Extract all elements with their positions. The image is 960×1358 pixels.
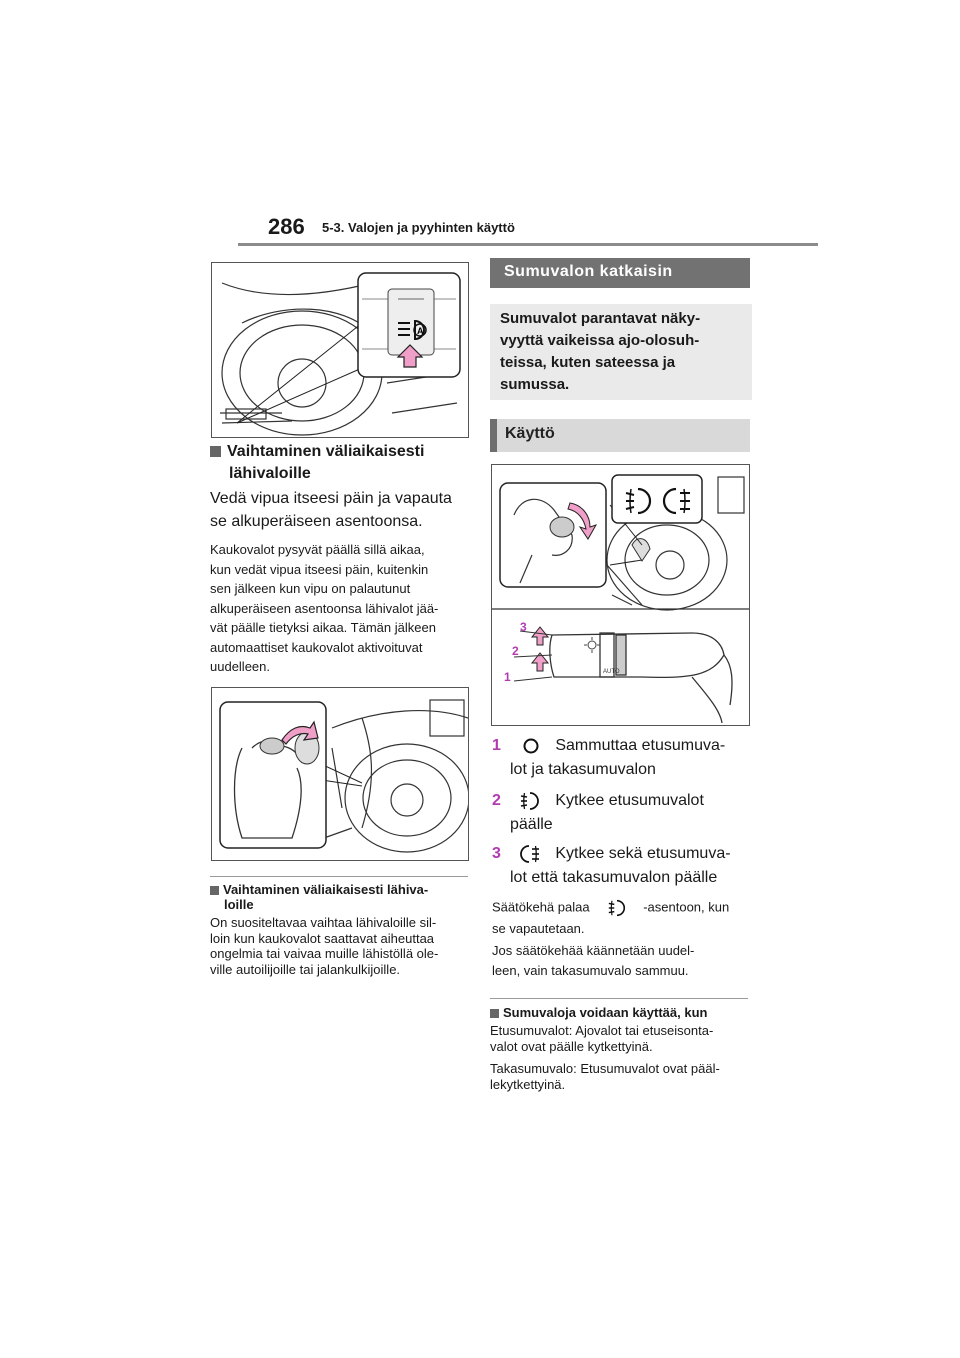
sub-banner-bar (490, 419, 497, 452)
intro-box: Sumuvalot parantavat näky- vyyttä vaikei… (490, 304, 752, 400)
body-line: alkuperäiseen asentoonsa lähivalot jää- (210, 600, 439, 616)
note-line: On suositeltavaa vaihtaa lähivaloille si… (210, 915, 437, 930)
section-bullet (210, 446, 221, 458)
item-number: 2 (492, 792, 501, 809)
figure-label-1: 1 (504, 670, 511, 684)
note-heading-right: Sumuvaloja voidaan käyttää, kun (503, 1005, 708, 1020)
figure-label-2: 2 (512, 644, 519, 658)
section-header: 5-3. Valojen ja pyyhinten käyttö (322, 220, 515, 235)
note-divider-right (490, 998, 748, 999)
fog-note-front: Etusumuvalot: Ajovalot tai etuseisonta- … (490, 1023, 713, 1054)
rear-fog-icon (520, 844, 540, 863)
note-line: ongelmia tai vaivaa muille lähistöllä ol… (210, 946, 439, 961)
list-item: 3 Kytkee sekä etusumuva- (492, 842, 754, 866)
item-number: 3 (492, 845, 501, 862)
note-bullet (210, 886, 219, 896)
item-number: 1 (492, 737, 501, 754)
note-line: Etusumuvalot: Ajovalot tai etuseisonta- (490, 1023, 714, 1038)
body-line: uudelleen. (210, 659, 270, 674)
svg-text:A: A (417, 326, 424, 336)
intro-line: sumussa. (500, 376, 570, 393)
fog-switch-illustration: AUTO 3 2 1 (492, 474, 749, 724)
rear-fog-icon (662, 487, 690, 515)
intro-line: Sumuvalot parantavat näky- (500, 310, 701, 327)
intro-line: teissa, kuten sateessa ja (500, 354, 676, 371)
item-text: Kytkee sekä etusumuva- (555, 845, 731, 862)
rotate-line-1: Jos säätökehää käännetään uudel- (492, 943, 695, 958)
page-number: 286 (268, 214, 305, 239)
heading-temporary-low-beam: Vaihtaminen väliaikaisesti (227, 443, 425, 460)
note-line: loin kun kaukovalot saattavat aiheuttaa (210, 930, 435, 946)
note-line: ville autoilijoille tai jalankulkijoille… (210, 961, 401, 977)
steering-wheel-illustration: A (220, 272, 461, 436)
header-rule (238, 243, 818, 246)
lead-line-2: se alkuperäiseen asentoonsa. (210, 513, 423, 530)
item-text: Kytkee etusumuvalot (555, 792, 704, 809)
front-fog-icon (521, 791, 540, 810)
body-line: sen jälkeen kun vipu on palautunut (210, 581, 411, 596)
return-text-a: Säätökehä palaa (492, 899, 590, 915)
body-line: Kaukovalot pysyvät päällä sillä aikaa, (210, 542, 425, 557)
item-text-cont: päälle (510, 816, 553, 833)
front-fog-icon (608, 899, 626, 917)
figure-label-3: 3 (520, 620, 527, 634)
list-item: 1 Sammuttaa etusumuva- (492, 734, 754, 758)
rotate-line-2: leen, vain takasumuvalo sammuu. (492, 963, 689, 978)
lead-line-1: Vedä vipua itseesi päin ja vapauta (210, 490, 452, 507)
item-text: Sammuttaa etusumuva- (555, 737, 726, 754)
figure-steering-auto-high-beam: A (211, 262, 469, 438)
intro-line: vyyttä vaikeissa ajo-olosuh- (500, 332, 700, 349)
note-line: Takasumuvalo: Etusumuvalot ovat pääl- (490, 1061, 720, 1076)
body-line: automaattiset kaukovalot aktivoituvat (210, 639, 423, 655)
note-heading: Vaihtaminen väliaikaisesti lähiva- (223, 882, 429, 897)
figure-pull-lever (211, 687, 469, 861)
note-line: lekytkettyinä. (490, 1076, 566, 1092)
fog-note-rear: Takasumuvalo: Etusumuvalot ovat pääl- le… (490, 1061, 720, 1092)
note-bullet (490, 1009, 499, 1019)
section-banner: Sumuvalon katkaisin (490, 258, 750, 288)
sub-banner: Käyttö (490, 419, 750, 452)
svg-text:AUTO: AUTO (603, 669, 620, 675)
body-line: vät päälle tietyksi aikaa. Tämän jälkeen (210, 620, 436, 635)
front-fog-icon (625, 487, 652, 515)
item-text-cont: lot ja takasumuvalon (510, 761, 656, 778)
note-line: valot ovat päälle kytkettyinä. (490, 1038, 653, 1054)
left-note-paragraph: On suositeltavaa vaihtaa lähivaloille si… (210, 915, 438, 977)
sub-banner-title: Käyttö (505, 425, 555, 442)
pull-lever-illustration (219, 699, 468, 853)
body-line: kun vedät vipua itseesi päin, kuitenkin (210, 561, 429, 577)
return-text-b: -asentoon, kun (643, 899, 730, 915)
list-item: 2 Kytkee etusumuvalot (492, 789, 754, 813)
heading-temporary-low-beam-cont: lähivaloille (229, 465, 311, 482)
return-line-1: Säätökehä palaa -asentoon, kun (492, 898, 754, 918)
auto-high-beam-icon: A (398, 319, 427, 341)
left-body-paragraph: Kaukovalot pysyvät päällä sillä aikaa, k… (210, 540, 438, 677)
figure-fog-switch: AUTO 3 2 1 (491, 464, 750, 726)
note-divider (210, 876, 468, 877)
banner-title: Sumuvalon katkaisin (504, 263, 673, 280)
item-text-cont: lot että takasumuvalon päälle (510, 869, 718, 886)
return-line-2: se vapautetaan. (492, 921, 585, 936)
note-heading-cont: loille (224, 897, 254, 912)
fog-off-icon (523, 738, 539, 754)
